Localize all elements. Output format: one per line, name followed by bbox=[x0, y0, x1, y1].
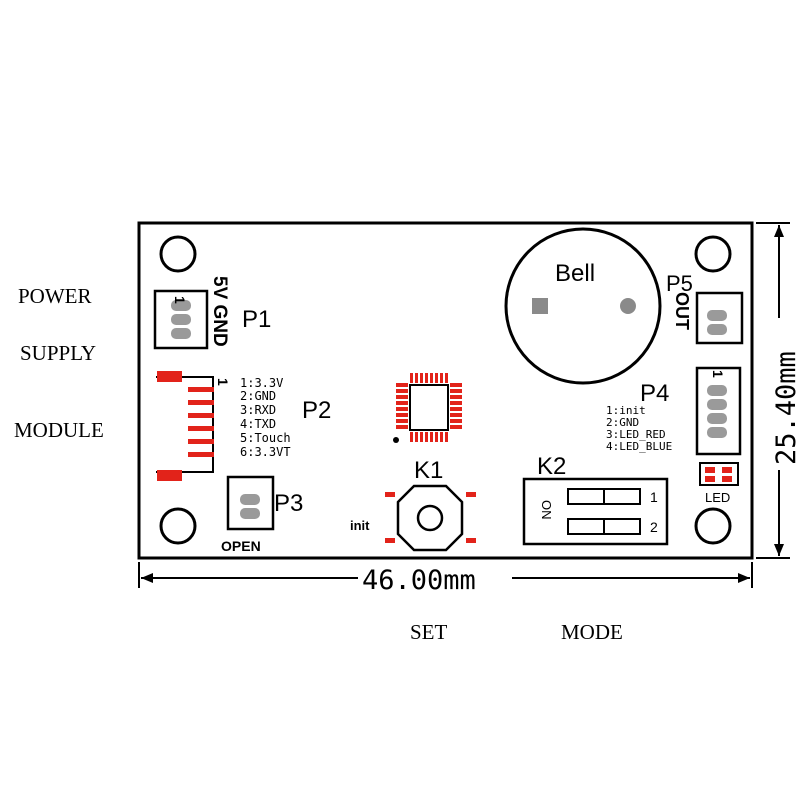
ic-pad-top bbox=[420, 373, 423, 383]
p2-pin-pad bbox=[188, 426, 214, 431]
ic-pad-top bbox=[435, 373, 438, 383]
p5-label: P5 bbox=[666, 271, 693, 296]
ic-pad-top bbox=[425, 373, 428, 383]
ic-chip bbox=[393, 373, 462, 443]
p3-open-label: OPEN bbox=[221, 538, 261, 554]
ic-pad-right bbox=[450, 425, 462, 429]
ic-pad-right bbox=[450, 407, 462, 411]
ic-pad-left bbox=[396, 425, 408, 429]
ic-pad-left bbox=[396, 407, 408, 411]
p2-pin-list: 1:3.3V 2:GND 3:RXD 4:TXD 5:Touch 6:3.3VT bbox=[240, 376, 291, 459]
p2-pin-pad bbox=[188, 439, 214, 444]
ic-pad-top bbox=[440, 373, 443, 383]
supply-label: SUPPLY bbox=[20, 341, 96, 365]
p2-pin-5: 5:Touch bbox=[240, 431, 291, 445]
ic-pad-top bbox=[430, 373, 433, 383]
ic-pad-right bbox=[450, 383, 462, 387]
p2-pin-2: 2:GND bbox=[240, 389, 276, 403]
p4-pin-number: 1 bbox=[710, 370, 726, 378]
p4-pin-1: 1:init bbox=[606, 404, 646, 417]
ic-pad-right bbox=[450, 389, 462, 393]
ic-pad-top bbox=[445, 373, 448, 383]
ic-pad-left bbox=[396, 413, 408, 417]
ic-pad-top bbox=[415, 373, 418, 383]
p2-pin-3: 3:RXD bbox=[240, 403, 276, 417]
ic-pad-bottom bbox=[410, 432, 413, 442]
set-label: SET bbox=[410, 620, 448, 644]
width-dimension-line bbox=[138, 562, 753, 588]
p2-pin-4: 4:TXD bbox=[240, 417, 276, 431]
k1-init-label: init bbox=[350, 518, 370, 533]
p2-pin-number: 1 bbox=[215, 378, 231, 386]
p4-pin-3: 3:LED_RED bbox=[606, 428, 666, 441]
ic-pad-right bbox=[450, 413, 462, 417]
bell-label: Bell bbox=[555, 260, 595, 287]
p5-connector bbox=[695, 291, 744, 345]
mounting-hole-bottom-right bbox=[694, 507, 732, 545]
p3-label: P3 bbox=[274, 490, 303, 517]
p1-connector bbox=[153, 289, 209, 350]
ic-pad-left bbox=[396, 401, 408, 405]
mounting-hole-bottom-left bbox=[159, 507, 197, 545]
ic-pad-bottom bbox=[430, 432, 433, 442]
p1-label: P1 bbox=[242, 306, 271, 333]
ic-pad-right bbox=[450, 395, 462, 399]
p3-connector bbox=[226, 475, 275, 531]
p2-pin-pad bbox=[188, 413, 214, 418]
p1-pin-number: 1 bbox=[172, 296, 188, 304]
p4-pin-list: 1:init 2:GND 3:LED_RED 4:LED_BLUE bbox=[606, 404, 672, 453]
mounting-hole-top-left bbox=[159, 235, 197, 273]
ic-pad-bottom bbox=[420, 432, 423, 442]
module-label: MODULE bbox=[14, 418, 104, 442]
ic-pad-bottom bbox=[445, 432, 448, 442]
ic-pad-bottom bbox=[440, 432, 443, 442]
p2-label: P2 bbox=[302, 397, 331, 424]
ic-pad-bottom bbox=[425, 432, 428, 442]
bell-buzzer bbox=[504, 227, 662, 385]
ic-pad-bottom bbox=[415, 432, 418, 442]
k2-switch-1-label: 1 bbox=[650, 489, 658, 505]
p4-label: P4 bbox=[640, 380, 669, 407]
p2-pin-pad bbox=[188, 452, 214, 457]
ic-pad-left bbox=[396, 395, 408, 399]
p1-pin-label: 5V GND bbox=[209, 276, 230, 347]
p2-pin-6: 6:3.3VT bbox=[240, 445, 291, 459]
ic-pad-left bbox=[396, 419, 408, 423]
k1-button[interactable] bbox=[385, 484, 476, 552]
ic-pad-left bbox=[396, 383, 408, 387]
p2-pin-1: 1:3.3V bbox=[240, 376, 283, 390]
k1-label: K1 bbox=[414, 457, 443, 484]
k2-on-label: ON bbox=[539, 500, 554, 520]
ic-pad-left bbox=[396, 389, 408, 393]
height-dimension-label: 25.40mm bbox=[771, 351, 800, 465]
p2-connector bbox=[156, 371, 214, 481]
p5-out-label: OUT bbox=[672, 292, 692, 330]
k2-label: K2 bbox=[537, 453, 566, 480]
ic-pad-right bbox=[450, 401, 462, 405]
p4-connector bbox=[695, 366, 742, 456]
width-dimension-label: 46.00mm bbox=[362, 565, 476, 596]
p4-pin-4: 4:LED_BLUE bbox=[606, 440, 672, 453]
mode-label: MODE bbox=[561, 620, 623, 644]
height-dimension-line bbox=[756, 222, 790, 559]
ic-pad-top bbox=[410, 373, 413, 383]
led-indicator bbox=[699, 462, 739, 486]
k2-switch-2-label: 2 bbox=[650, 519, 658, 535]
led-label: LED bbox=[705, 490, 730, 505]
ic-pad-bottom bbox=[435, 432, 438, 442]
p2-pin-pad bbox=[188, 400, 214, 405]
ic-pad-right bbox=[450, 419, 462, 423]
power-label: POWER bbox=[18, 284, 92, 308]
k2-dip-switch[interactable] bbox=[522, 477, 669, 546]
p4-pin-2: 2:GND bbox=[606, 416, 639, 429]
mounting-hole-top-right bbox=[694, 235, 732, 273]
p2-pin-pad bbox=[188, 387, 214, 392]
